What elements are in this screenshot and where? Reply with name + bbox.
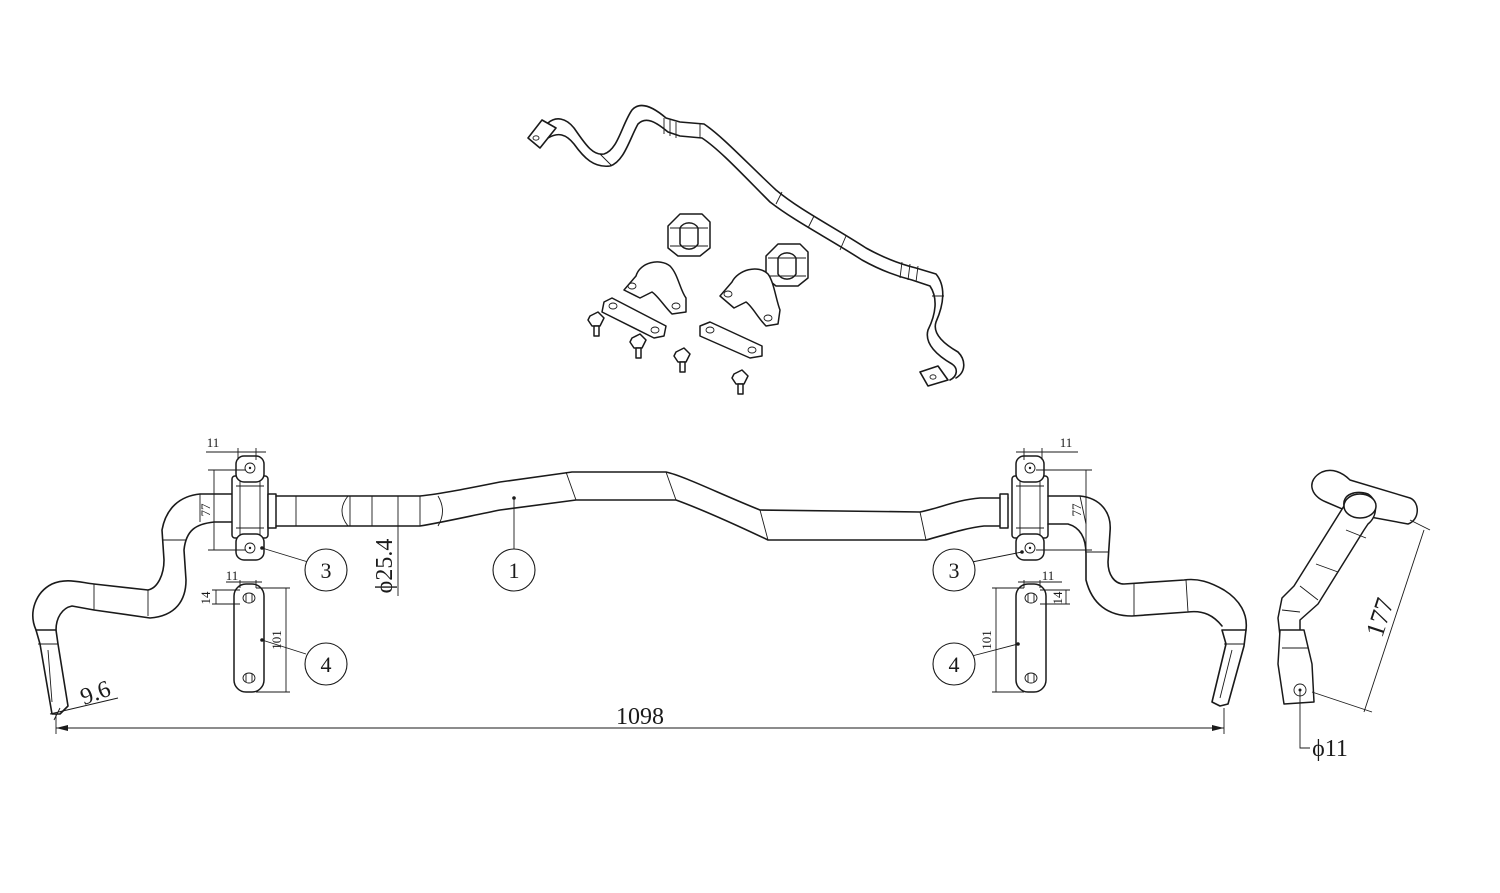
isometric-bracket-right xyxy=(719,268,781,327)
isometric-bolt-4 xyxy=(731,369,749,395)
plate-left xyxy=(233,583,265,693)
bracket-right xyxy=(1015,455,1045,561)
dim-bracket-height-right: 77 xyxy=(1069,503,1084,517)
dim-plate-offset-right: 14 xyxy=(1050,591,1065,605)
callout-4-left-label: 4 xyxy=(321,652,332,677)
dimension-lines xyxy=(49,448,1225,734)
dim-plate-offset-left: 14 xyxy=(198,591,213,605)
main-bar xyxy=(32,471,1248,715)
dim-end-link-length: 177 xyxy=(1360,594,1400,640)
isometric-plate-left xyxy=(601,297,667,339)
isometric-plate-right xyxy=(699,321,763,359)
callout-3-left: 3 xyxy=(304,548,348,592)
dim-plate-length-right: 101 xyxy=(979,630,994,650)
callout-1: 1 xyxy=(492,548,536,592)
isometric-bolt-2 xyxy=(629,333,647,359)
callout-3-left-label: 3 xyxy=(321,558,332,583)
dim-plate-length-left: 101 xyxy=(269,630,284,650)
leader-lines xyxy=(260,496,1024,657)
dim-end-hole-diameter: ϕ11 xyxy=(1312,736,1348,762)
isometric-bushing-left xyxy=(667,213,711,257)
callout-4-left: 4 xyxy=(304,642,348,686)
isometric-bolt-1 xyxy=(587,311,605,337)
dim-overall-length: 1098 xyxy=(616,704,664,730)
callout-3-right: 3 xyxy=(932,548,976,592)
dim-plate-width-right: 11 xyxy=(1042,568,1055,583)
bracket-left xyxy=(235,455,265,561)
dim-plate-width-left: 11 xyxy=(226,568,239,583)
isometric-sway-bar xyxy=(527,104,965,387)
callout-4-right-label: 4 xyxy=(949,652,960,677)
dim-bracket-width-left: 11 xyxy=(207,435,220,450)
callout-1-label: 1 xyxy=(509,558,520,583)
isometric-bushing-right xyxy=(765,243,809,287)
dim-bracket-height-left: 77 xyxy=(198,503,213,517)
dim-bar-diameter: ϕ25.4 xyxy=(372,539,398,594)
isometric-kit-view xyxy=(527,104,965,395)
isometric-bracket-left xyxy=(623,261,687,315)
callout-4-right: 4 xyxy=(932,642,976,686)
front-view: 1098 9.6 ϕ25.4 11 77 11 14 101 11 77 11 … xyxy=(32,435,1248,734)
dim-end-thickness: 9.6 xyxy=(77,676,114,711)
plate-right xyxy=(1015,583,1047,693)
isometric-bolt-3 xyxy=(673,347,691,373)
callout-3-right-label: 3 xyxy=(949,558,960,583)
dim-bracket-width-right: 11 xyxy=(1060,435,1073,450)
side-view xyxy=(1277,469,1431,749)
